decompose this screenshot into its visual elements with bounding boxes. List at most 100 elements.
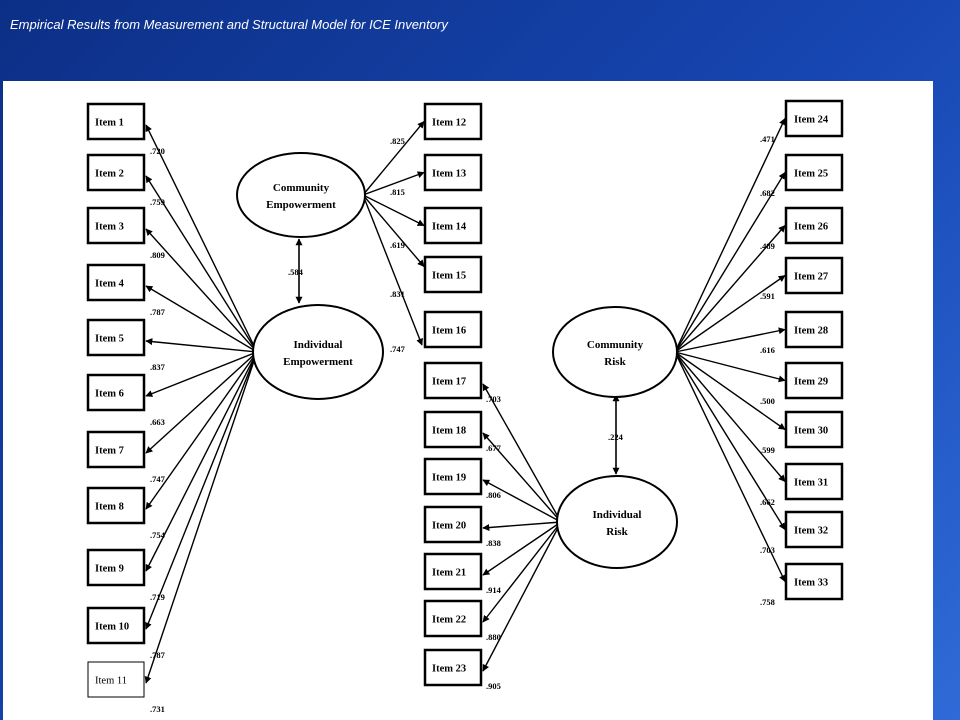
loading-value-item-25: .682	[760, 188, 775, 198]
loading-arrow-item-13	[362, 171, 425, 196]
loading-value-item-32: .703	[760, 545, 775, 555]
item-box-item-23	[423, 648, 483, 687]
loading-value-item-20: .838	[486, 538, 501, 548]
item-label-item-30: Item 30	[794, 426, 828, 437]
item-label-item-25: Item 25	[794, 169, 828, 180]
loading-arrow-item-19	[482, 479, 562, 523]
loading-value-item-3: .809	[150, 250, 165, 260]
loading-arrow-item-33	[674, 351, 786, 583]
item-label-item-27: Item 27	[794, 272, 828, 283]
loading-arrow-item-30	[674, 351, 786, 431]
loading-arrow-item-10	[145, 351, 258, 630]
loading-value-item-21: .914	[486, 585, 502, 595]
construct-label-individual-risk-line-2: Risk	[606, 526, 628, 538]
item-box-item-30	[784, 410, 844, 449]
construct-ellipse-community-risk	[552, 306, 678, 398]
loading-value-item-6: .663	[150, 417, 165, 427]
loading-value-item-26: .489	[760, 241, 775, 251]
construct-label-community-risk-line-2: Risk	[604, 356, 626, 368]
item-box-item-33	[784, 562, 844, 601]
item-box-item-10	[86, 606, 146, 645]
item-box-item-9	[86, 548, 146, 587]
item-label-item-15: Item 15	[432, 271, 466, 282]
loading-arrow-item-1	[145, 124, 258, 353]
loading-arrow-item-7	[145, 351, 258, 454]
loading-arrow-item-32	[674, 351, 786, 531]
item-label-item-17: Item 17	[432, 377, 466, 388]
loading-arrow-item-16	[362, 194, 423, 346]
loading-value-item-24: .471	[760, 134, 775, 144]
loading-arrow-item-29	[674, 351, 786, 383]
item-box-item-6	[86, 373, 146, 412]
item-box-item-32	[784, 510, 844, 549]
loading-arrow-item-15	[362, 194, 425, 268]
item-box-item-26	[784, 206, 844, 245]
loading-value-item-12: .825	[390, 136, 405, 146]
loading-arrow-item-17	[482, 383, 562, 523]
loading-value-item-8: .754	[150, 530, 166, 540]
item-box-item-2	[86, 153, 146, 192]
item-box-item-12	[423, 102, 483, 141]
loading-value-item-16: .747	[390, 344, 406, 354]
item-label-item-3: Item 3	[95, 222, 124, 233]
item-box-item-16	[423, 310, 483, 349]
construct-ellipse-community-empowerment	[236, 152, 366, 238]
construct-label-community-risk-line-1: Community	[587, 339, 644, 351]
loading-value-item-30: .599	[760, 445, 775, 455]
item-label-item-31: Item 31	[794, 478, 828, 489]
loading-value-item-23: .905	[486, 681, 501, 691]
construct-label-individual-empowerment-line-1: Individual	[294, 339, 343, 351]
loading-value-item-5: .837	[150, 362, 166, 372]
loading-arrow-item-11	[144, 351, 258, 684]
correlation-value-risk: .224	[608, 432, 624, 442]
item-label-item-5: Item 5	[95, 334, 124, 345]
item-label-item-23: Item 23	[432, 664, 466, 675]
item-box-item-1	[86, 102, 146, 141]
item-label-item-19: Item 19	[432, 473, 466, 484]
loading-arrow-item-6	[145, 351, 258, 397]
loading-arrow-item-5	[145, 338, 258, 353]
item-box-item-8	[86, 486, 146, 525]
loading-value-item-17: .703	[486, 394, 501, 404]
loading-arrow-item-22	[482, 521, 562, 623]
item-box-item-7	[86, 430, 146, 469]
item-label-item-22: Item 22	[432, 615, 466, 626]
correlation-value-empowerment: .584	[288, 267, 304, 277]
item-box-item-31	[784, 462, 844, 501]
item-label-item-7: Item 7	[95, 446, 124, 457]
loading-value-item-22: .880	[486, 632, 501, 642]
loading-value-item-14: .619	[390, 240, 405, 250]
item-box-item-21	[423, 552, 483, 591]
loading-arrow-item-3	[145, 228, 258, 353]
item-box-item-20	[423, 505, 483, 544]
item-label-item-28: Item 28	[794, 326, 828, 337]
item-label-item-1: Item 1	[95, 118, 124, 129]
loading-value-item-11: .731	[150, 704, 165, 714]
loading-value-item-27: .591	[760, 291, 775, 301]
item-label-item-8: Item 8	[95, 502, 124, 513]
loading-arrow-item-21	[482, 521, 562, 576]
construct-label-community-empowerment-line-2: Empowerment	[266, 199, 336, 211]
item-box-item-28	[784, 310, 844, 349]
loading-arrow-item-2	[145, 175, 258, 353]
item-label-item-32: Item 32	[794, 526, 828, 537]
item-box-item-24	[784, 99, 844, 138]
item-label-item-21: Item 21	[432, 568, 466, 579]
item-box-item-5	[86, 318, 146, 357]
loading-arrow-item-14	[362, 194, 425, 227]
loading-arrow-item-12	[362, 120, 425, 196]
loading-arrow-item-28	[674, 327, 786, 353]
loading-arrow-item-4	[145, 285, 258, 353]
item-box-item-17	[423, 361, 483, 400]
item-label-item-6: Item 6	[95, 389, 124, 400]
loading-value-item-31: .662	[760, 497, 775, 507]
item-box-item-15	[423, 255, 483, 294]
construct-label-community-empowerment-line-1: Community	[273, 182, 330, 194]
loading-value-item-15: .831	[390, 289, 405, 299]
item-label-item-16: Item 16	[432, 326, 466, 337]
loading-arrow-item-26	[674, 224, 786, 353]
item-label-item-18: Item 18	[432, 426, 466, 437]
item-label-item-2: Item 2	[95, 169, 124, 180]
construct-label-individual-empowerment-line-2: Empowerment	[283, 356, 353, 368]
